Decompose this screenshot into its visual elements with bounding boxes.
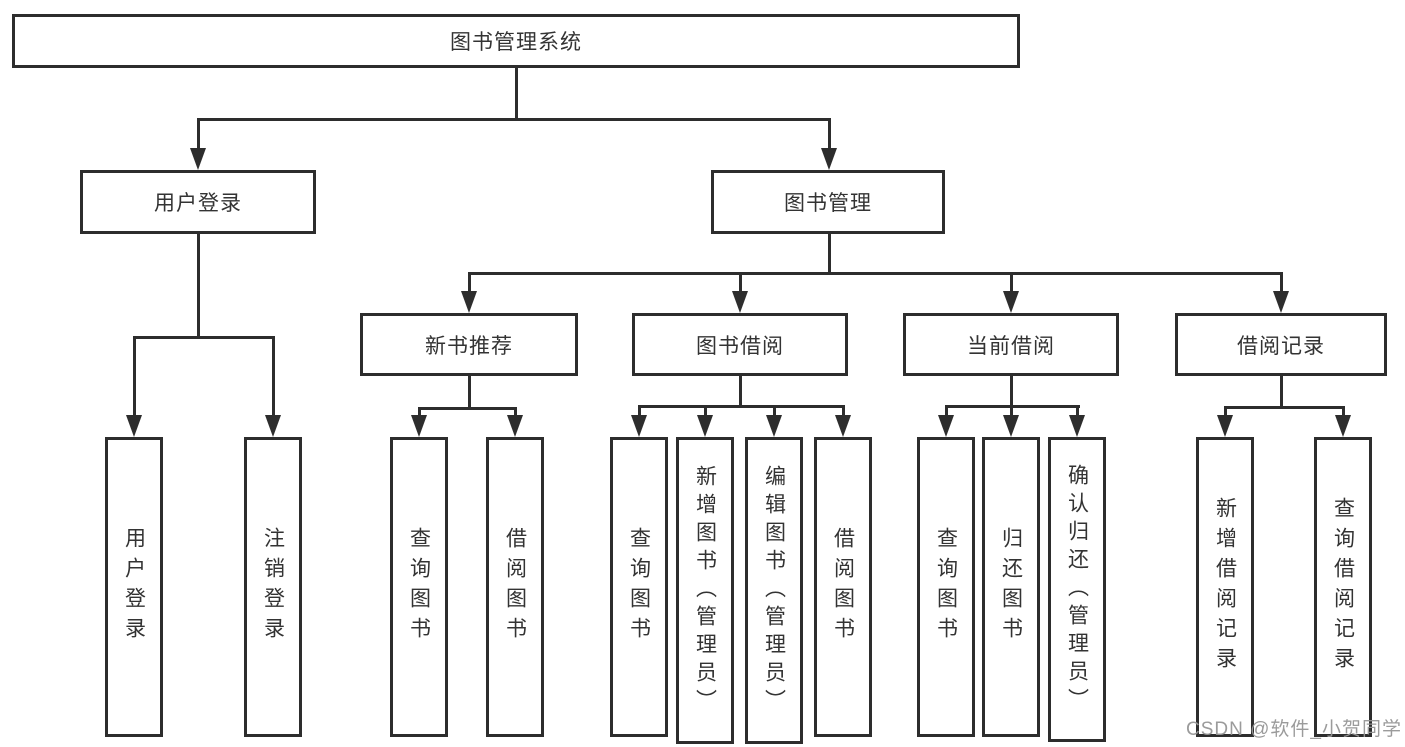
arrow-down-icon xyxy=(631,415,647,437)
leaf-logout: 注销登录 xyxy=(244,437,302,737)
arrow-down-icon xyxy=(411,415,427,437)
leaf-query-books-borrow: 查询图书 xyxy=(610,437,668,737)
node-book-borrow: 图书借阅 xyxy=(632,313,848,376)
leaf-edit-books-admin-label: 编辑图书（管理员） xyxy=(762,464,786,717)
leaf-query-borrow-record: 查询借阅记录 xyxy=(1314,437,1372,737)
leaf-query-books-current: 查询图书 xyxy=(917,437,975,737)
connector-borrow-stem xyxy=(739,376,742,408)
leaf-confirm-return-admin-label: 确认归还（管理员） xyxy=(1065,463,1089,716)
leaf-borrow-books-label: 借阅图书 xyxy=(831,527,855,647)
node-user-login-label: 用户登录 xyxy=(154,192,242,215)
node-current-borrow: 当前借阅 xyxy=(903,313,1119,376)
connector-records-drop1 xyxy=(1224,406,1227,419)
arrow-down-icon xyxy=(1273,291,1289,313)
arrow-down-icon xyxy=(507,415,523,437)
node-borrow-records: 借阅记录 xyxy=(1175,313,1387,376)
connector-newbook-drop2 xyxy=(514,407,517,419)
connector-user-login-drop2 xyxy=(272,336,275,418)
connector-user-login-drop1 xyxy=(133,336,136,418)
connector-current-stem xyxy=(1010,376,1013,408)
connector-level2-drop3 xyxy=(1010,272,1013,294)
arrow-down-icon xyxy=(1003,291,1019,313)
node-book-management: 图书管理 xyxy=(711,170,945,234)
connector-borrow-drop3 xyxy=(773,405,776,419)
connector-user-login-rail xyxy=(133,336,275,339)
leaf-edit-books-admin: 编辑图书（管理员） xyxy=(745,437,803,744)
node-root: 图书管理系统 xyxy=(12,14,1020,68)
connector-borrow-rail xyxy=(638,405,845,408)
connector-current-drop3 xyxy=(1076,405,1079,419)
connector-user-login-stem xyxy=(197,234,200,339)
leaf-add-borrow-record: 新增借阅记录 xyxy=(1196,437,1254,737)
leaf-query-books-borrow-label: 查询图书 xyxy=(627,527,651,647)
connector-level2-drop4 xyxy=(1280,272,1283,294)
arrow-down-icon xyxy=(697,415,713,437)
connector-level2-drop1 xyxy=(468,272,471,294)
connector-records-drop2 xyxy=(1342,406,1345,419)
arrow-down-icon xyxy=(821,148,837,170)
node-user-login: 用户登录 xyxy=(80,170,316,234)
csdn-watermark: CSDN @软件_小贺同学 xyxy=(1186,719,1402,740)
arrow-down-icon xyxy=(938,415,954,437)
leaf-borrow-books-recommend: 借阅图书 xyxy=(486,437,544,737)
leaf-borrow-books-recommend-label: 借阅图书 xyxy=(503,527,527,647)
arrow-down-icon xyxy=(265,415,281,437)
connector-current-drop1 xyxy=(945,405,948,419)
leaf-logout-label: 注销登录 xyxy=(261,527,285,647)
node-current-borrow-label: 当前借阅 xyxy=(967,334,1055,358)
connector-root-stem xyxy=(515,68,518,120)
leaf-borrow-books: 借阅图书 xyxy=(814,437,872,737)
connector-level1-left-drop xyxy=(197,118,200,152)
arrow-down-icon xyxy=(1217,415,1233,437)
leaf-user-login: 用户登录 xyxy=(105,437,163,737)
connector-records-rail xyxy=(1224,406,1344,409)
leaf-query-borrow-record-label: 查询借阅记录 xyxy=(1331,497,1355,677)
arrow-down-icon xyxy=(190,148,206,170)
arrow-down-icon xyxy=(835,415,851,437)
connector-level1-right-drop xyxy=(828,118,831,152)
node-new-book-recommend-label: 新书推荐 xyxy=(425,334,513,358)
arrow-down-icon xyxy=(732,291,748,313)
connector-level1-rail xyxy=(197,118,831,121)
arrow-down-icon xyxy=(1069,415,1085,437)
connector-records-stem xyxy=(1280,376,1283,408)
connector-borrow-drop1 xyxy=(638,405,641,419)
leaf-query-books-current-label: 查询图书 xyxy=(934,527,958,647)
connector-borrow-drop2 xyxy=(704,405,707,419)
leaf-confirm-return-admin: 确认归还（管理员） xyxy=(1048,437,1106,742)
connector-newbook-rail xyxy=(418,407,517,410)
connector-book-mgmt-stem xyxy=(828,234,831,275)
connector-current-drop2 xyxy=(1010,405,1013,419)
leaf-user-login-label: 用户登录 xyxy=(122,527,146,647)
leaf-add-books-admin-label: 新增图书（管理员） xyxy=(693,464,717,717)
leaf-add-books-admin: 新增图书（管理员） xyxy=(676,437,734,744)
node-root-label: 图书管理系统 xyxy=(450,31,582,54)
arrow-down-icon xyxy=(1003,415,1019,437)
leaf-query-books-recommend: 查询图书 xyxy=(390,437,448,737)
arrow-down-icon xyxy=(766,415,782,437)
connector-borrow-drop4 xyxy=(842,405,845,419)
leaf-query-books-recommend-label: 查询图书 xyxy=(407,527,431,647)
node-book-borrow-label: 图书借阅 xyxy=(696,334,784,358)
arrow-down-icon xyxy=(1335,415,1351,437)
connector-newbook-stem xyxy=(468,376,471,410)
connector-level2-rail xyxy=(468,272,1283,275)
node-new-book-recommend: 新书推荐 xyxy=(360,313,578,376)
node-book-management-label: 图书管理 xyxy=(784,192,872,215)
connector-newbook-drop1 xyxy=(418,407,421,419)
connector-level2-drop2 xyxy=(739,272,742,294)
arrow-down-icon xyxy=(461,291,477,313)
arrow-down-icon xyxy=(126,415,142,437)
leaf-return-books-label: 归还图书 xyxy=(999,527,1023,647)
leaf-add-borrow-record-label: 新增借阅记录 xyxy=(1213,497,1237,677)
leaf-return-books: 归还图书 xyxy=(982,437,1040,737)
node-borrow-records-label: 借阅记录 xyxy=(1237,334,1325,358)
